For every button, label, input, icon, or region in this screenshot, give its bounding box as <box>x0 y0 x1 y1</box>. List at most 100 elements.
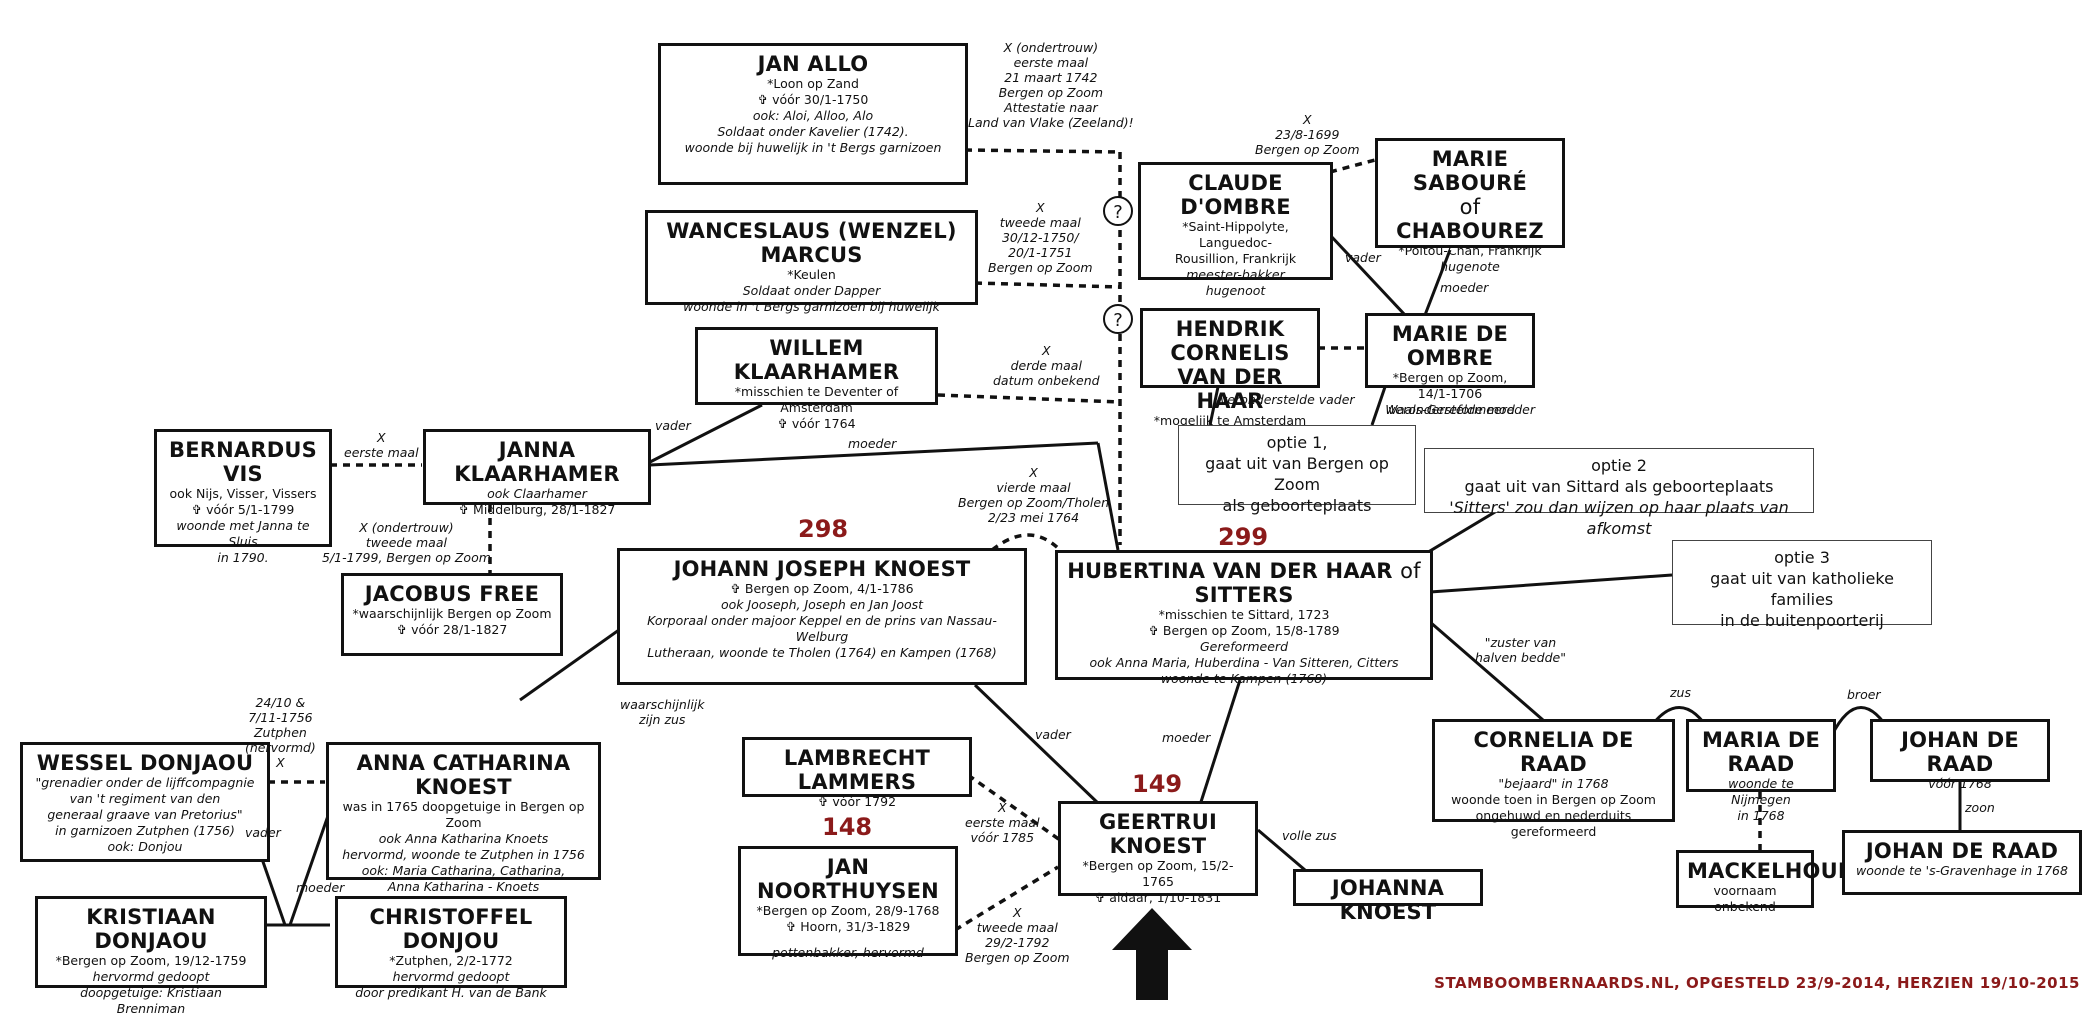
person-jan-allo: JAN ALLO *Loon op Zand ✞ vóór 30/1-1750 … <box>658 43 968 185</box>
person-detail: pottenbakker, hervormd <box>772 945 924 960</box>
label-zutphen-marriage: 24/10 & 7/11-1756 Zutphen (hervormd) X <box>245 695 316 770</box>
label-volle-zus: volle zus <box>1282 828 1337 843</box>
person-name: KRISTIAAN DONJAOU <box>86 905 216 953</box>
label-line: Bergen op Zoom <box>965 950 1070 965</box>
line-geertrui-johanna <box>1257 828 1306 872</box>
dash-claude-sab <box>1329 158 1376 174</box>
person-kristiaan-donjaou: KRISTIAAN DONJAOU *Bergen op Zoom, 19/12… <box>35 896 267 1016</box>
person-detail: *Bergen op Zoom, 28/9-1768 <box>756 903 940 918</box>
line-moeder-hub <box>1096 442 1120 551</box>
person-claude-dombre: CLAUDE D'OMBRE *Saint-Hippolyte, Langued… <box>1138 162 1333 298</box>
person-detail: woonde te Nijmegen <box>1728 776 1794 807</box>
person-detail: *Bergen op Zoom, 15/2-1765 <box>1082 858 1234 889</box>
label-bernardus-marriage: X eerste maal <box>344 430 419 460</box>
person-detail: generaal graave van Pretorius" <box>47 807 243 822</box>
person-detail: woonde met Janna te Sluis <box>176 518 310 549</box>
label-line: X <box>276 755 285 770</box>
person-name: HUBERTINA VAN DER HAAR of SITTERS <box>1066 559 1422 607</box>
label-line: (hervormd) <box>245 740 316 755</box>
person-detail: Korporaal onder majoor Keppel en de prin… <box>647 613 997 644</box>
person-detail: woonde toen in Bergen op Zoom <box>1451 792 1656 807</box>
person-geertrui-knoest: GEERTRUI KNOEST *Bergen op Zoom, 15/2-17… <box>1058 801 1258 905</box>
person-detail: ✞ vóór 1764 <box>777 416 856 431</box>
label-line: vóór 1785 <box>970 830 1035 845</box>
option-line: gaat uit van Sittard als geboorteplaats <box>1464 477 1774 496</box>
person-detail: ook: Aloi, Alloo, Alo <box>752 108 874 123</box>
line-hub-opt3 <box>1429 573 1673 594</box>
label-line: X <box>1035 200 1045 215</box>
person-anna-catharina-knoest: ANNA CATHARINA KNOEST was in 1765 doopge… <box>326 742 601 894</box>
person-johan-de-raad-2: JOHAN DE RAAD woonde te 's-Gravenhage in… <box>1842 830 2082 895</box>
person-detail: *Bergen op Zoom, 19/12-1759 <box>55 953 247 968</box>
person-detail: ✞ vóór 1792 <box>817 794 897 809</box>
person-name: BERNARDUS VIS <box>169 438 317 486</box>
dash-allo <box>964 148 1121 154</box>
label-line: datum onbekend <box>993 373 1100 388</box>
person-detail <box>749 935 947 945</box>
person-detail: *misschien te Deventer of Amsterdam <box>734 384 899 415</box>
person-detail: Rousillion, Frankrijk <box>1174 251 1297 266</box>
person-name-part: HENDRIK CORNELIS <box>1170 317 1290 365</box>
number-149: 149 <box>1132 770 1183 798</box>
person-janna-klaarhamer: JANNA KLAARHAMER ook Claarhamer ✞ Middel… <box>423 429 651 517</box>
person-hubertina: HUBERTINA VAN DER HAAR of SITTERS *missc… <box>1055 550 1433 686</box>
option-line: gaat uit van katholieke families <box>1710 569 1894 609</box>
number-299: 299 <box>1218 523 1269 551</box>
line-johann-anna <box>519 623 627 702</box>
line-claude-marie <box>1328 233 1407 317</box>
person-name: WANCESLAUS (WENZEL) MARCUS <box>666 219 957 267</box>
label-vader: vader <box>1345 250 1381 265</box>
person-detail: doopgetuige: Kristiaan Brenniman <box>80 985 222 1016</box>
person-mackelhoud: MACKELHOUD voornaam onbekend <box>1676 850 1855 914</box>
person-name: ANNA CATHARINA KNOEST <box>356 751 571 799</box>
person-detail: van 't regiment van den <box>69 791 221 806</box>
person-jan-noorthuysen: JAN NOORTHUYSEN *Bergen op Zoom, 28/9-17… <box>738 846 958 960</box>
person-detail: ✞ vóór 28/1-1827 <box>396 622 508 637</box>
person-detail: ✞ Bergen op Zoom, 4/1-1786 <box>730 581 914 596</box>
dash-wenzel <box>974 281 1121 289</box>
person-johan-de-raad-1: JOHAN DE RAAD vóór 1768 <box>1870 719 2050 791</box>
line-sabouré-marie <box>1423 249 1452 316</box>
person-marie-de-ombre: MARIE DE OMBRE *Bergen op Zoom, 14/1-170… <box>1365 313 1535 417</box>
label-line: X (ondertrouw) <box>359 520 454 535</box>
person-detail: ✞ vóór 30/1-1750 <box>757 92 869 107</box>
label-line: 21 maart 1742 <box>1004 70 1098 85</box>
number-298: 298 <box>798 515 849 543</box>
option-2-box: optie 2 gaat uit van Sittard als geboort… <box>1424 448 1814 538</box>
person-name-part: MARIE SABOURÉ <box>1412 147 1528 195</box>
person-name: MARIA DE RAAD <box>1701 728 1821 776</box>
label-line: derde maal <box>1010 358 1082 373</box>
person-name: LAMBRECHT LAMMERS <box>783 746 931 794</box>
person-detail: in 1768 <box>1737 808 1785 823</box>
line-janna-hubertina <box>649 441 1099 467</box>
label-vader: vader <box>655 418 691 433</box>
dash-lammers <box>966 773 1062 842</box>
person-johann-joseph-knoest: JOHANN JOSEPH KNOEST ✞ Bergen op Zoom, 4… <box>617 548 1027 685</box>
person-detail: door predikant H. van de Bank <box>355 985 547 1000</box>
person-wenzel-marcus: WANCESLAUS (WENZEL) MARCUS *Keulen Solda… <box>645 210 978 314</box>
person-detail: ✞ aldaar, 1/10-1831 <box>1094 890 1222 905</box>
label-wenzel-marriage: X tweede maal 30/12-1750/ 20/1-1751 Berg… <box>988 200 1093 275</box>
line-marieo-opt1 <box>1370 386 1387 426</box>
label-johann-marriage: X vierde maal Bergen op Zoom/Tholen 2/23… <box>958 465 1109 525</box>
person-detail: *Zutphen, 2/2-1772 <box>389 953 513 968</box>
person-detail: ✞ vóór 5/1-1799 <box>191 502 295 517</box>
person-detail: *mogelijk te Amsterdam <box>1153 413 1307 428</box>
person-detail: was in 1765 doopgetuige in Bergen op Zoo… <box>342 799 585 830</box>
person-detail: meester-bakker <box>1186 267 1285 282</box>
label-line: tweede maal <box>976 920 1058 935</box>
label-willem-marriage: X derde maal datum onbekend <box>993 343 1100 388</box>
label-vader: vader <box>1035 727 1071 742</box>
person-detail: hervormd gedoopt <box>92 969 210 984</box>
person-name: CHRISTOFFEL DONJOU <box>369 905 533 953</box>
person-christoffel-donjou: CHRISTOFFEL DONJOU *Zutphen, 2/2-1772 he… <box>335 896 567 1000</box>
person-name: JANNA KLAARHAMER <box>454 438 620 486</box>
person-detail: ongehuwd en nederduits gereformeerd <box>1475 808 1632 839</box>
person-detail: hervormd gedoopt <box>392 969 510 984</box>
person-name: MARIE DE OMBRE <box>1391 322 1509 370</box>
label-line: eerste maal <box>1013 55 1089 70</box>
person-detail: ook Jooseph, Joseph en Jan Joost <box>720 597 924 612</box>
line-willem-janna <box>649 403 763 464</box>
label-line: tweede maal <box>999 215 1081 230</box>
